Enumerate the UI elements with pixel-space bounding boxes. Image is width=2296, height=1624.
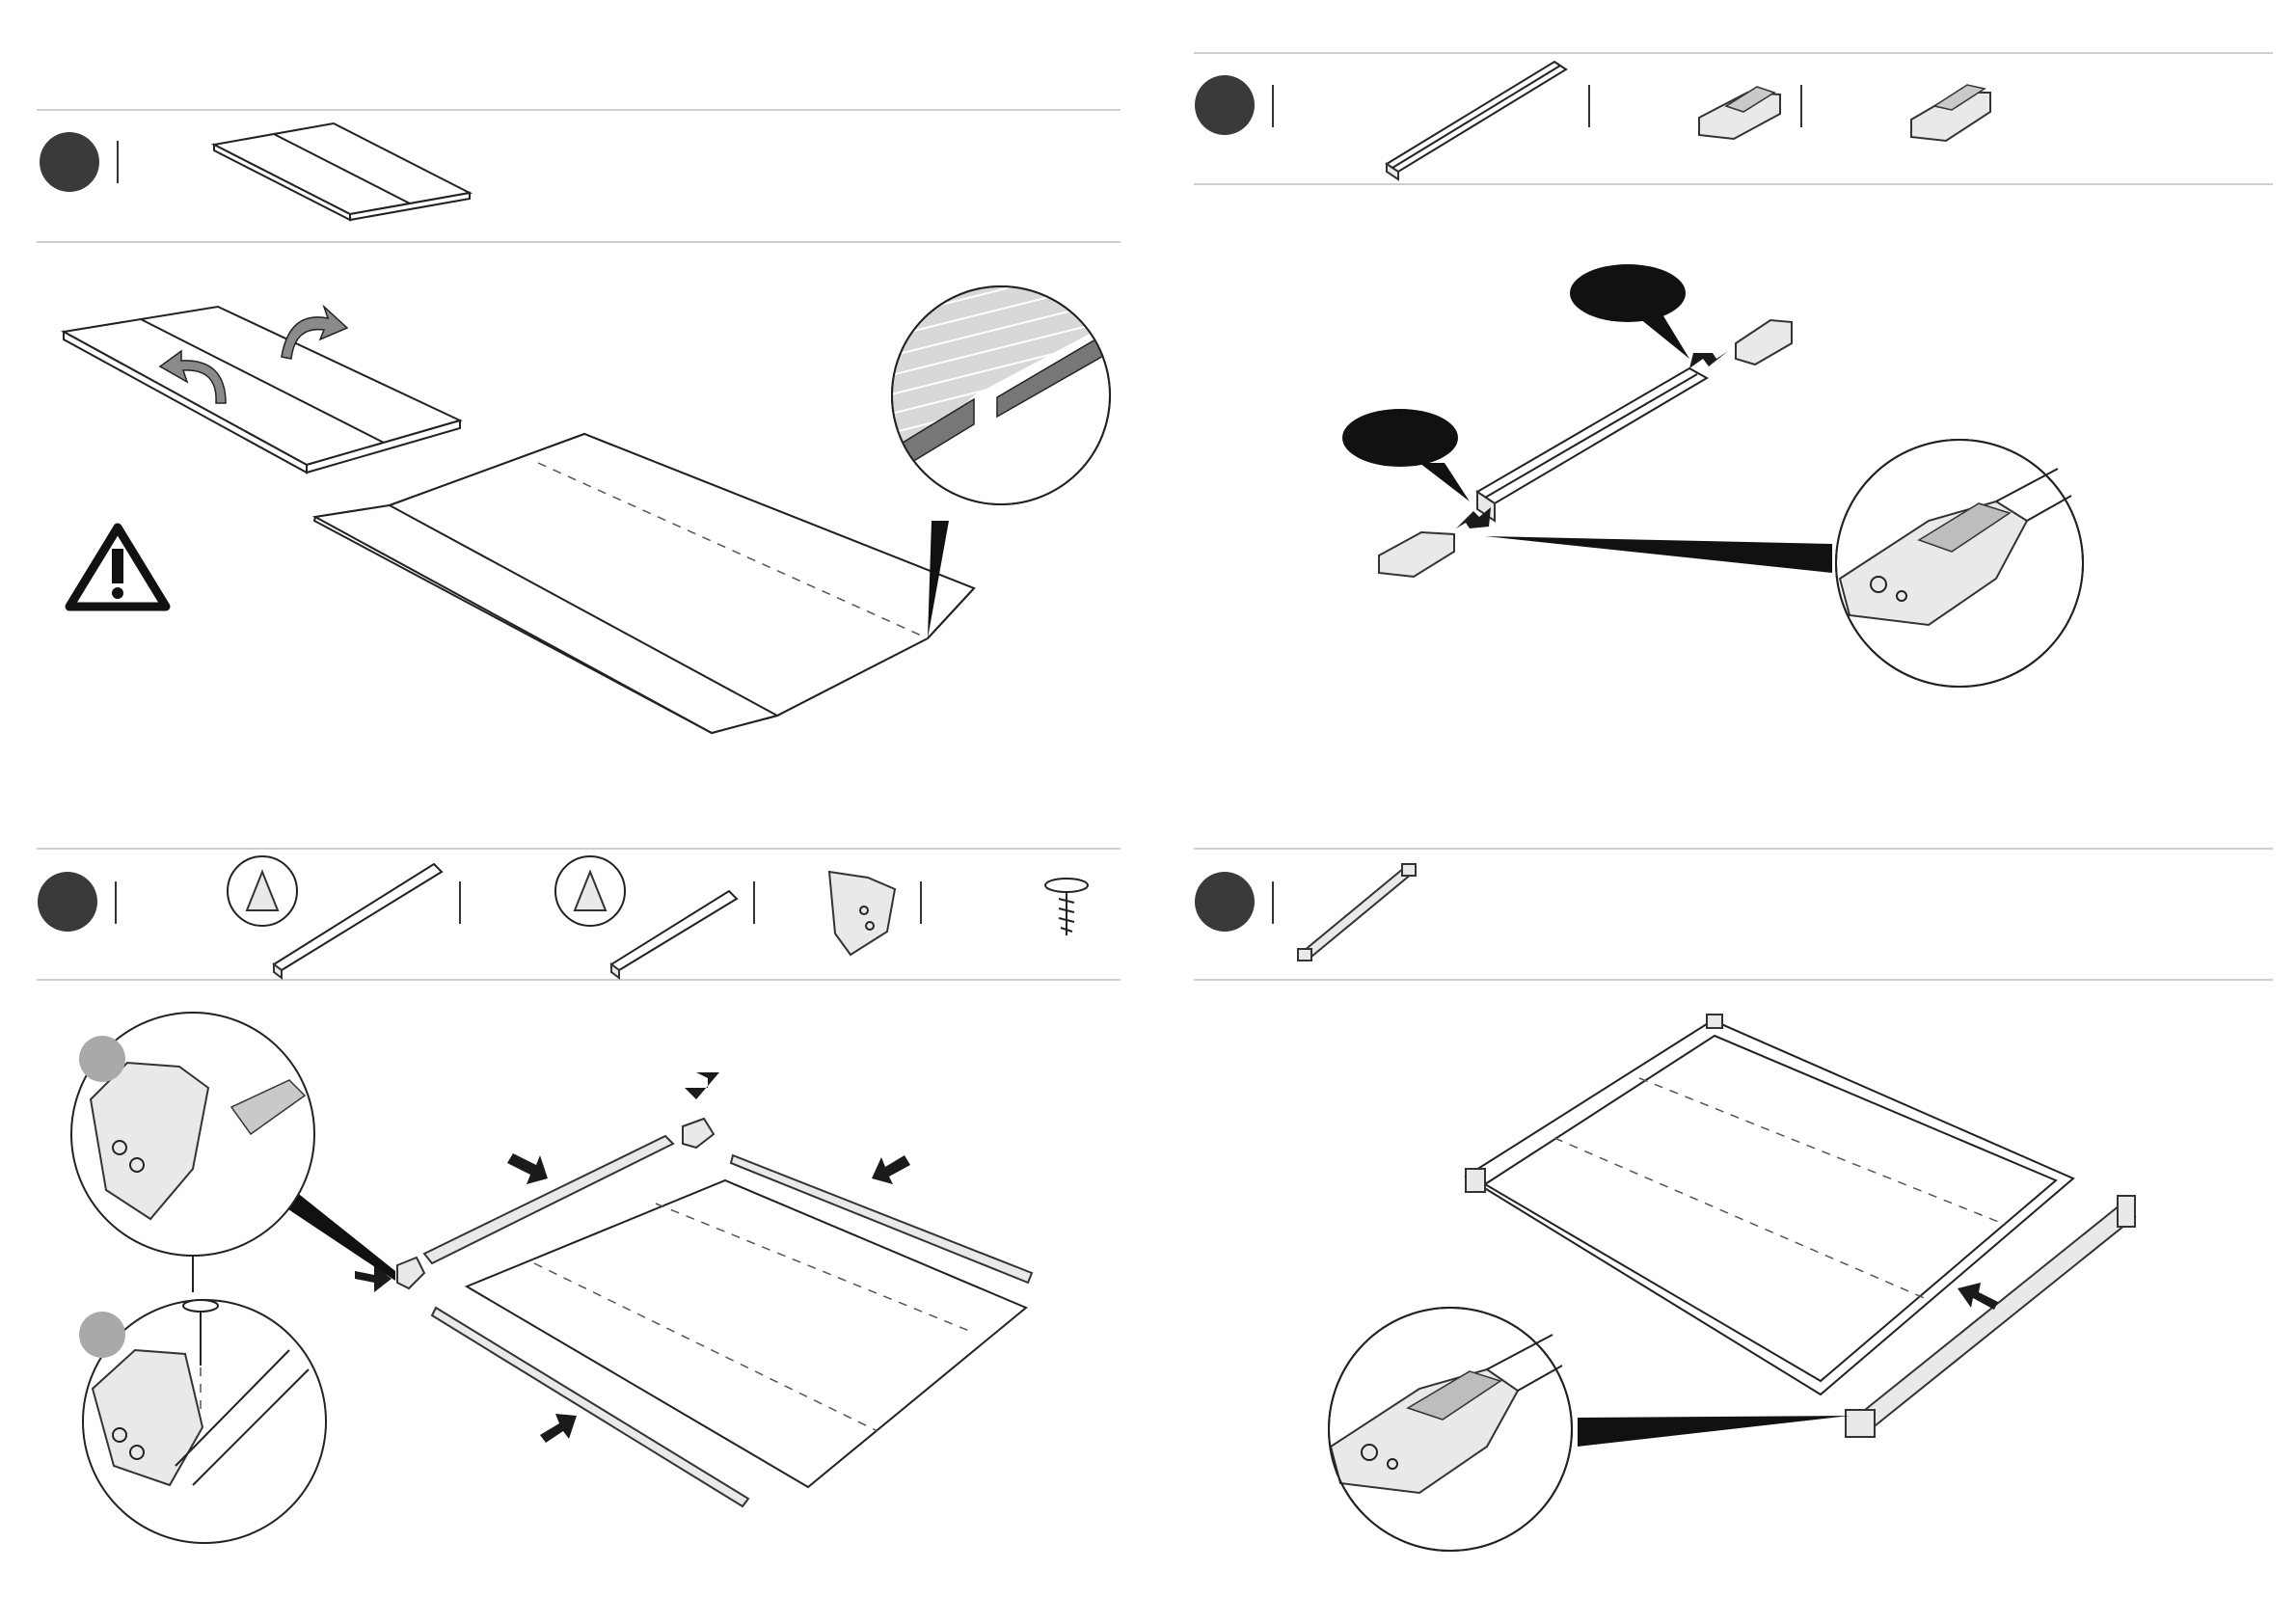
push-arrow-icon [1689, 351, 1728, 368]
corner-bracket-part [683, 1119, 714, 1148]
fold-arrow-icon [282, 307, 347, 359]
corner-connector-part [1379, 532, 1454, 577]
step-2-section [1194, 53, 2273, 687]
step-2-badge [1195, 75, 1255, 135]
step-4-section [1194, 849, 2273, 1551]
step-3-badge [38, 872, 97, 932]
edge-profile-assembly [1342, 264, 2083, 687]
screw-icon [1045, 879, 1088, 935]
sub-step-a-badge [79, 1036, 125, 1082]
corner-bracket-part [397, 1258, 424, 1288]
part-corner-connector-right [1911, 85, 1990, 141]
part-side-profile-short [555, 856, 737, 978]
frame-assembly-illustration [71, 1013, 1032, 1543]
sub-step-b-badge [79, 1312, 125, 1358]
push-arrow-icon [1958, 1283, 1998, 1310]
part-side-profile-long [228, 856, 442, 978]
push-arrow-icon [872, 1155, 910, 1184]
part-twin-wall-panel [214, 123, 470, 220]
part-frame-rail [1298, 864, 1416, 961]
part-corner-connector-left [1699, 87, 1780, 139]
framed-panel-illustration [1329, 1015, 2135, 1551]
warning-triangle-icon [69, 528, 166, 607]
panel-folding-illustration [64, 307, 460, 473]
callout-bubble-right [1570, 264, 1689, 359]
panel-unfolded-illustration [314, 434, 974, 733]
step-1-section [37, 110, 1121, 733]
push-arrow-icon [507, 1153, 548, 1184]
screw-icon [183, 1300, 218, 1312]
corner-connector-part [1736, 320, 1792, 365]
step-4-badge [1195, 872, 1255, 932]
part-edge-profile [1387, 62, 1566, 179]
callout-bubble-left [1342, 409, 1470, 501]
step-1-badge [40, 132, 99, 192]
step-3-section [37, 849, 1121, 1543]
push-arrow-icon [685, 1072, 719, 1099]
part-corner-bracket [829, 872, 895, 955]
push-arrow-icon [540, 1414, 577, 1443]
